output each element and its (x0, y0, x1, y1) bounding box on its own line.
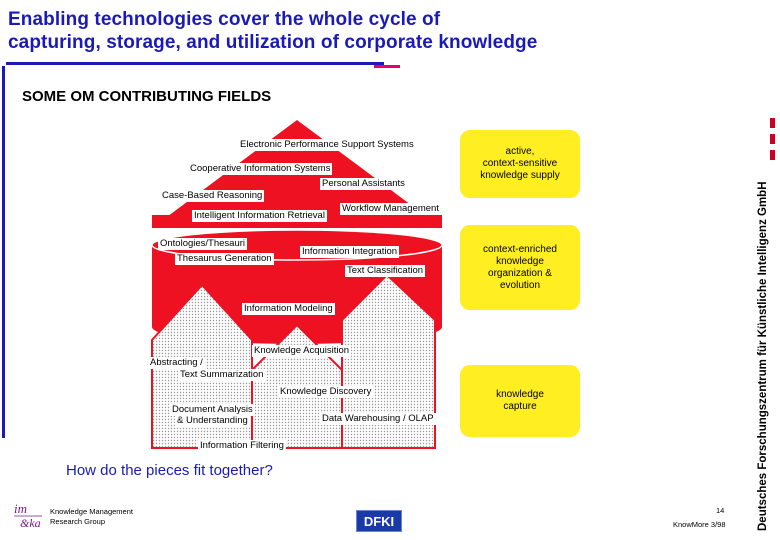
label-cooperative-information-systems: Cooperative Information Systems (188, 163, 333, 175)
label-ontologies-thesauri: Ontologies/Thesauri (158, 238, 248, 250)
label-text-classification: Text Classification (345, 265, 426, 277)
slide-title-line-1: Enabling technologies cover the whole cy… (8, 9, 441, 30)
label-case-based-reasoning: Case-Based Reasoning (160, 190, 265, 202)
house-right (341, 273, 436, 449)
label-information-filtering: Information Filtering (198, 440, 286, 452)
label-and-understanding: & Understanding (175, 415, 250, 427)
document-reference: KnowMore 3/98 (673, 520, 726, 529)
label-personal-assistants: Personal Assistants (320, 178, 407, 190)
red-marker-1 (770, 118, 775, 128)
box-knowledge-capture: knowledge capture (460, 365, 580, 437)
box-knowledge-organization-evolution: context-enriched knowledge organization … (460, 225, 580, 310)
red-marker-2 (770, 134, 775, 144)
slide-title-line-2: capturing, storage, and utilization of c… (8, 32, 538, 53)
title-underline-blue (6, 62, 384, 65)
label-knowledge-discovery: Knowledge Discovery (278, 386, 374, 398)
organization-name-vertical: Deutsches Forschungszentrum für Künstlic… (757, 181, 769, 531)
research-group-name: Knowledge Management Research Group (50, 507, 133, 526)
section-heading: SOME OM CONTRIBUTING FIELDS (22, 88, 272, 105)
dfki-logo: DFKI (356, 510, 402, 532)
imka-logo: im &ka (14, 501, 42, 530)
svg-text:&ka: &ka (20, 516, 41, 530)
red-marker-3 (770, 150, 775, 160)
label-information-modeling: Information Modeling (242, 303, 335, 315)
svg-text:DFKI: DFKI (364, 514, 394, 529)
title-underline-pink (374, 65, 400, 68)
label-text-summarization: Text Summarization (178, 369, 266, 381)
label-intelligent-information-retrieval: Intelligent Information Retrieval (192, 210, 327, 222)
label-thesaurus-generation: Thesaurus Generation (175, 253, 274, 265)
slide-title: Enabling technologies cover the whole cy… (8, 8, 648, 54)
label-document-analysis: Document Analysis (170, 404, 255, 416)
left-margin-bar (2, 66, 5, 438)
label-information-integration: Information Integration (300, 246, 400, 258)
svg-text:im: im (14, 501, 27, 516)
label-abstracting: Abstracting / (148, 357, 205, 369)
page-number: 14 (716, 506, 725, 515)
label-data-warehousing-olap: Data Warehousing / OLAP (320, 413, 436, 425)
question-text: How do the pieces fit together? (66, 462, 273, 479)
box-active-knowledge-supply: active, context-sensitive knowledge supp… (460, 130, 580, 198)
label-knowledge-acquisition: Knowledge Acquisition (252, 345, 352, 357)
label-workflow-management: Workflow Management (340, 203, 441, 215)
label-electronic-performance-support-systems: Electronic Performance Support Systems (238, 139, 416, 151)
